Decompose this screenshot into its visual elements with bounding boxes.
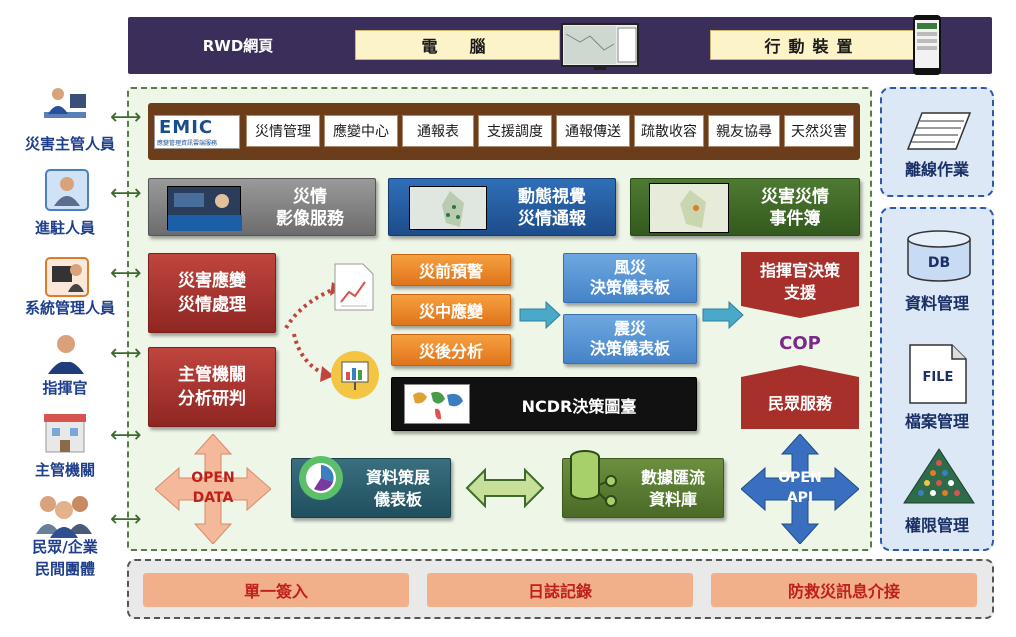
db-icon-text: DB xyxy=(927,255,951,271)
desktop-label: 電 腦 xyxy=(355,30,560,60)
bidirectional-arrow-icon: ⟷ xyxy=(110,181,142,206)
log-record-button[interactable]: 日誌記錄 xyxy=(427,573,693,607)
dynamic-report-box[interactable]: 動態視覺 災情通報 xyxy=(388,178,616,236)
video-service-label: 災情 影像服務 xyxy=(276,187,344,229)
people-group-icon xyxy=(32,490,96,538)
mobile-label: 行動裝置 xyxy=(710,30,915,60)
offline-label: 離線作業 xyxy=(904,160,969,179)
emic-menubar: EMIC 應變管理資訊雲端服務 災情管理 應變中心 通報表 支援調度 通報傳送 … xyxy=(148,103,860,160)
dynamic-report-label: 動態視覺 災情通報 xyxy=(518,187,586,229)
commander-icon xyxy=(44,332,88,376)
offline-document-icon xyxy=(906,111,972,151)
role-label: 進駐人員 xyxy=(34,218,95,237)
video-service-box[interactable]: 災情 影像服務 xyxy=(148,178,376,236)
report-document-icon xyxy=(333,262,375,312)
bidirectional-arrow-icon: ⟷ xyxy=(110,105,142,130)
role-label: 主管機關 xyxy=(34,460,95,479)
disaster-response-box[interactable]: 災害應變 災情處理 xyxy=(148,253,276,333)
data-lake-box[interactable]: 數據匯流 資料庫 xyxy=(562,450,724,518)
bidirectional-arrow-icon: ⟷ xyxy=(110,423,142,448)
during-response-box[interactable]: 災中應變 xyxy=(391,294,511,326)
menu-item[interactable]: 應變中心 xyxy=(324,115,398,147)
presentation-chart-icon xyxy=(330,350,380,400)
menu-item[interactable]: 災情管理 xyxy=(246,115,320,147)
agency-analysis-box[interactable]: 主管機關 分析研判 xyxy=(148,347,276,427)
role-label: 民眾/企業 民間團體 xyxy=(32,538,98,578)
double-arrow-icon xyxy=(465,467,545,509)
wind-dashboard-box[interactable]: 風災 決策儀表板 xyxy=(563,253,697,303)
ncdr-platform-box[interactable]: NCDR決策圖臺 xyxy=(391,377,697,431)
data-dashboard-label: 資料策展 儀表板 xyxy=(365,468,430,509)
open-data-label: OPEN DATA xyxy=(191,470,235,506)
world-map-icon xyxy=(404,384,470,424)
open-api-label: OPEN API xyxy=(778,470,822,506)
commander-support-box[interactable]: 指揮官決策 支援 xyxy=(741,252,859,318)
cop-label: COP xyxy=(779,332,821,354)
bidirectional-arrow-icon: ⟷ xyxy=(110,261,142,286)
event-book-label: 災害災情 事件簿 xyxy=(761,187,829,229)
database-network-icon xyxy=(567,445,625,515)
file-management-label[interactable]: 檔案管理 xyxy=(904,412,969,431)
single-sign-on-button[interactable]: 單一簽入 xyxy=(143,573,409,607)
right-arrow-icon xyxy=(519,300,561,330)
offline-panel[interactable]: 離線作業 xyxy=(880,87,994,197)
role-label: 系統管理人員 xyxy=(24,298,115,317)
database-icon: DB xyxy=(906,229,972,283)
banner-title: RWD網頁 xyxy=(202,37,274,55)
event-book-box[interactable]: 災害災情 事件簿 xyxy=(630,178,860,236)
emic-logo-subtext: 應變管理資訊雲端服務 xyxy=(157,140,218,147)
permission-management-label[interactable]: 權限管理 xyxy=(904,516,969,535)
permission-pyramid-icon xyxy=(902,447,976,507)
menu-item[interactable]: 通報表 xyxy=(402,115,474,147)
map-thumbnail-icon xyxy=(409,186,487,230)
common-services-bar: 單一簽入 日誌記錄 防救災訊息介接 xyxy=(127,559,994,619)
mobile-screenshot-icon xyxy=(911,14,943,76)
menu-item[interactable]: 疏散收容 xyxy=(634,115,704,147)
commander-support-label: 指揮官決策 支援 xyxy=(759,261,840,302)
role-label: 指揮官 xyxy=(42,378,88,397)
public-service-label: 民眾服務 xyxy=(767,394,832,413)
public-service-box[interactable]: 民眾服務 xyxy=(741,365,859,429)
data-lake-label: 數據匯流 資料庫 xyxy=(640,468,705,509)
emic-logo-text: EMIC xyxy=(159,117,214,138)
menu-item[interactable]: 支援調度 xyxy=(478,115,552,147)
right-arrow-icon xyxy=(702,300,744,330)
pre-warning-box[interactable]: 災前預警 xyxy=(391,254,511,286)
rwd-banner: RWD網頁 電 腦 行動裝置 xyxy=(128,14,992,76)
menu-item[interactable]: 天然災害 xyxy=(784,115,854,147)
bidirectional-arrow-icon: ⟷ xyxy=(110,507,142,532)
open-data-arrows[interactable]: OPEN DATA xyxy=(155,434,271,544)
pie-chart-icon xyxy=(296,453,346,503)
file-icon-text: FILE xyxy=(922,369,954,385)
message-integration-button[interactable]: 防救災訊息介接 xyxy=(711,573,977,607)
post-analysis-box[interactable]: 災後分析 xyxy=(391,334,511,366)
building-icon xyxy=(40,406,90,456)
desktop-screenshot-icon xyxy=(560,22,640,72)
role-column: 災害主管人員 ⟷ 進駐人員 ⟷ 系統管理人員 ⟷ 指揮官 ⟷ xyxy=(0,80,150,580)
menu-item[interactable]: 親友協尋 xyxy=(708,115,780,147)
open-api-arrows[interactable]: OPEN API xyxy=(741,434,859,544)
admin-computer-icon xyxy=(44,256,90,298)
data-management-panel: DB 資料管理 FILE 檔案管理 權限管理 xyxy=(880,207,994,551)
db-management-label[interactable]: 資料管理 xyxy=(904,294,969,313)
file-icon: FILE xyxy=(908,343,968,405)
video-thumbnail-icon xyxy=(167,186,242,231)
person-at-desk-icon xyxy=(40,84,90,130)
bidirectional-arrow-icon: ⟷ xyxy=(110,341,142,366)
menu-item[interactable]: 通報傳送 xyxy=(556,115,630,147)
emic-logo: EMIC 應變管理資訊雲端服務 xyxy=(154,115,240,149)
role-label: 災害主管人員 xyxy=(24,134,115,153)
quake-dashboard-box[interactable]: 震災 決策儀表板 xyxy=(563,314,697,364)
data-dashboard-box[interactable]: 資料策展 儀表板 xyxy=(291,456,451,518)
person-presenting-icon xyxy=(44,168,90,214)
map-thumbnail-icon xyxy=(649,183,729,233)
ncdr-label: NCDR決策圖臺 xyxy=(521,397,637,416)
